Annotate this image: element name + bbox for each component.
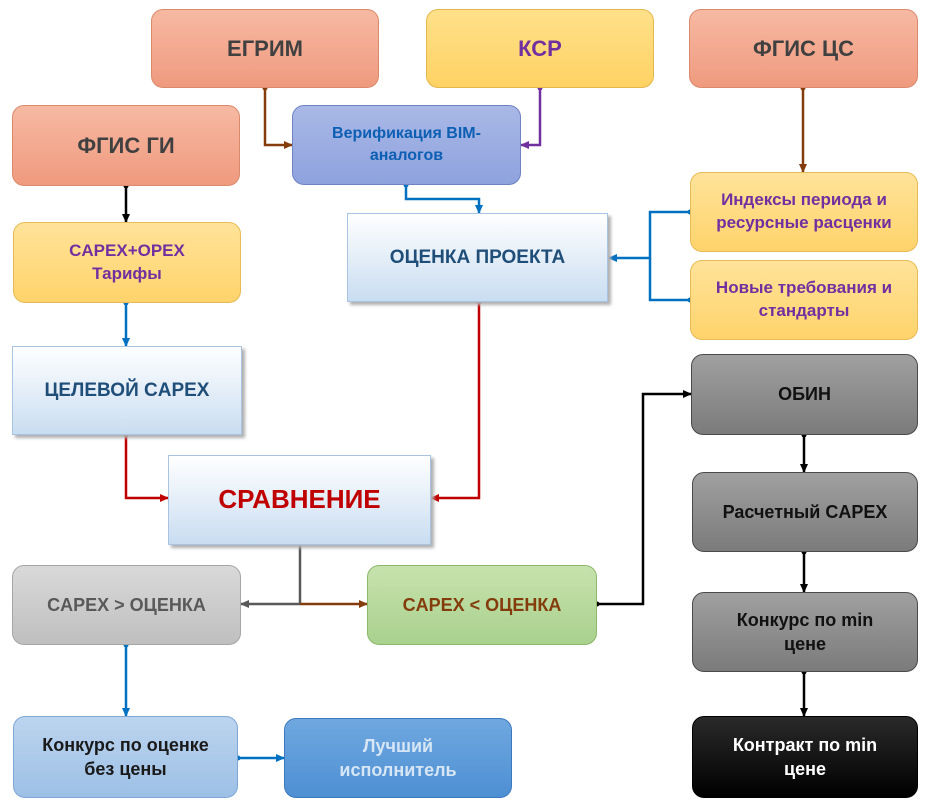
edge-target-comparison (123, 432, 169, 502)
node-comparison: СРАВНЕНИЕ (168, 455, 431, 545)
node-verification: Верификация BIM- аналогов (292, 105, 521, 185)
node-contest-min-price: Конкурс по min цене (692, 592, 918, 672)
edge-lt-obin (594, 390, 692, 607)
node-egrim: ЕГРИМ (151, 9, 379, 88)
node-capex-lt-eval: CAPEX < ОЦЕНКА (367, 565, 597, 645)
node-capex-gt-eval: CAPEX > ОЦЕНКА (12, 565, 241, 645)
node-calc-capex: Расчетный CAPEX (692, 472, 918, 552)
edge-verification-project (403, 182, 483, 214)
node-best-executor: Лучший исполнитель (284, 718, 512, 798)
edge-indices-project (608, 209, 693, 262)
node-contract-min-price: Контракт по min цене (692, 716, 918, 798)
edge-newreq-project (648, 258, 693, 303)
node-contest-eval-no-price: Конкурс по оценке без цены (13, 716, 238, 798)
node-ksr: КСР (426, 9, 654, 88)
node-obin: ОБИН (691, 354, 918, 435)
node-fgis-cs: ФГИС ЦС (689, 9, 918, 88)
edge-ksr-verification (520, 85, 543, 149)
node-indices: Индексы периода и ресурсные расценки (690, 172, 918, 252)
edge-project-comparison (430, 299, 482, 502)
node-target-capex: ЦЕЛЕВОЙ CAPEX (12, 346, 242, 435)
edge-egrim-verification (262, 85, 293, 149)
node-fgis-gi: ФГИС ГИ (12, 105, 240, 186)
node-capex-opex: CAPEX+OPEX Тарифы (13, 222, 241, 303)
node-new-requirements: Новые требования и стандарты (690, 260, 918, 340)
node-project-evaluation: ОЦЕНКА ПРОЕКТА (347, 213, 608, 302)
